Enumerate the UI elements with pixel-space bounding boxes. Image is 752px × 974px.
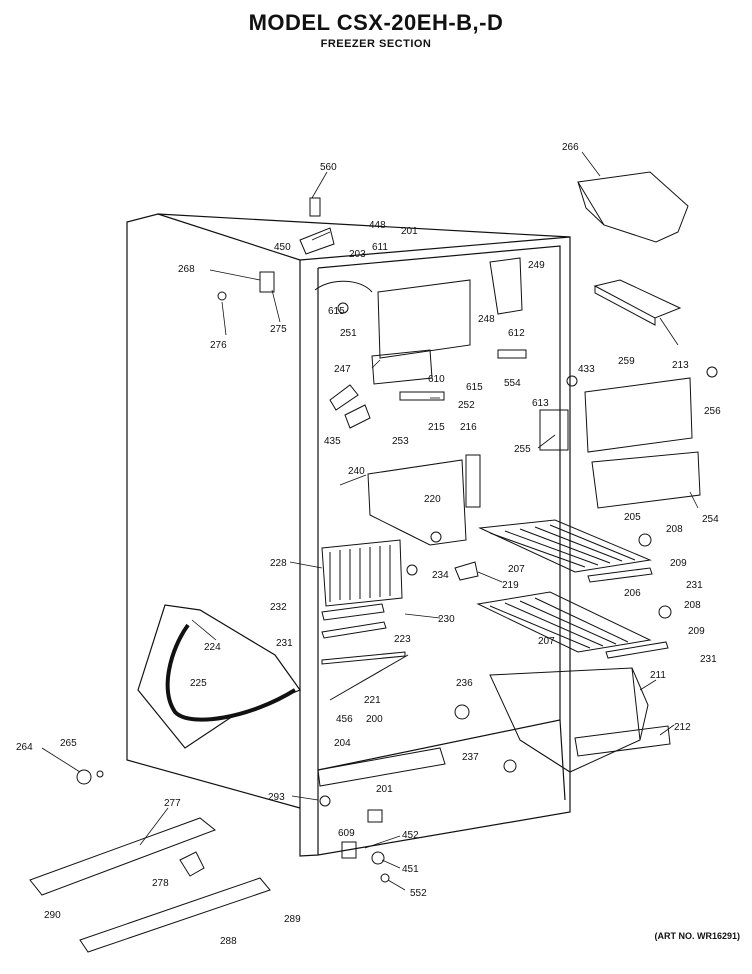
callout-label: 208: [666, 524, 683, 535]
callout-label: 209: [670, 558, 687, 569]
callout-label: 612: [508, 328, 525, 339]
callout-label: 552: [410, 888, 427, 899]
callout-label: 252: [458, 400, 475, 411]
diagram-subtitle: FREEZER SECTION: [320, 38, 432, 50]
callout-label: 221: [364, 695, 381, 706]
callout-label: 450: [274, 242, 291, 253]
callout-label: 207: [538, 636, 555, 647]
callout-label: 248: [478, 314, 495, 325]
callout-label: 293: [268, 792, 285, 803]
callout-label: 203: [349, 249, 366, 260]
callout-label: 435: [324, 436, 341, 447]
callout-label: 251: [340, 328, 357, 339]
callout-label: 276: [210, 340, 227, 351]
parts: [29, 171, 718, 953]
callout-label: 216: [460, 422, 477, 433]
callout-label: 223: [394, 634, 411, 645]
callout-label: 266: [562, 142, 579, 153]
callout-label: 256: [704, 406, 721, 417]
callout-label: 237: [462, 752, 479, 763]
callout-label: 231: [686, 580, 703, 591]
callout-label: 613: [532, 398, 549, 409]
callout-label: 206: [624, 588, 641, 599]
callout-label: 201: [401, 226, 418, 237]
callout-label: 609: [338, 828, 355, 839]
callout-label: 615: [466, 382, 483, 393]
callout-label: 278: [152, 878, 169, 889]
callout-label: 265: [60, 738, 77, 749]
callout-label: 560: [320, 162, 337, 173]
callout-label: 452: [402, 830, 419, 841]
callout-label: 231: [700, 654, 717, 665]
callout-label: 254: [702, 514, 719, 525]
callout-label: 200: [366, 714, 383, 725]
callout-label: 264: [16, 742, 33, 753]
callout-label: 240: [348, 466, 365, 477]
callout-label: 209: [688, 626, 705, 637]
callout-label: 208: [684, 600, 701, 611]
callout-label: 220: [424, 494, 441, 505]
callout-label: 230: [438, 614, 455, 625]
callout-label: 212: [674, 722, 691, 733]
callout-label: 232: [270, 602, 287, 613]
callout-label: 290: [44, 910, 61, 921]
callout-label: 225: [190, 678, 207, 689]
art-number: (ART NO. WR16291): [654, 931, 740, 941]
diagram-title: MODEL CSX-20EH-B,-D: [248, 10, 504, 35]
callout-label: 215: [428, 422, 445, 433]
leader-lines: [41, 151, 699, 891]
callout-label: 610: [428, 374, 445, 385]
callout-label: 615: [328, 306, 345, 317]
callout-label: 259: [618, 356, 635, 367]
callout-label: 207: [508, 564, 525, 575]
callout-label: 211: [650, 670, 666, 681]
callout-label: 204: [334, 738, 351, 749]
callout-label: 433: [578, 364, 595, 375]
callout-label: 275: [270, 324, 287, 335]
callout-label: 448: [369, 220, 386, 231]
callout-label: 213: [672, 360, 689, 371]
callout-label: 268: [178, 264, 195, 275]
callout-label: 253: [392, 436, 409, 447]
callout-label: 277: [164, 798, 181, 809]
callout-label: 451: [402, 864, 419, 875]
callout-label: 288: [220, 936, 237, 947]
callout-label: 456: [336, 714, 353, 725]
callout-label: 554: [504, 378, 521, 389]
callout-label: 234: [432, 570, 449, 581]
callout-labels: 560 448 450 203 611 201 266 268 249 275 …: [16, 142, 721, 947]
callout-label: 289: [284, 914, 301, 925]
callout-label: 255: [514, 444, 531, 455]
callout-label: 224: [204, 642, 221, 653]
callout-label: 249: [528, 260, 545, 271]
callout-label: 247: [334, 364, 351, 375]
callout-label: 228: [270, 558, 287, 569]
callout-label: 611: [372, 242, 388, 253]
refrigerator-cabinet: [126, 213, 571, 857]
callout-label: 205: [624, 512, 641, 523]
callout-label: 236: [456, 678, 473, 689]
callout-label: 201: [376, 784, 393, 795]
callout-label: 219: [502, 580, 519, 591]
callout-label: 231: [276, 638, 293, 649]
